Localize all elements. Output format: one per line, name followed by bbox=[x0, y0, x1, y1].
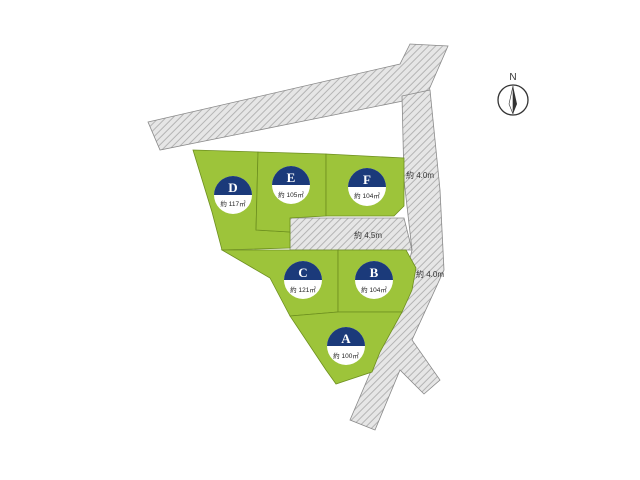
lot-letter-e: E bbox=[287, 170, 296, 185]
lot-letter-f: F bbox=[363, 172, 371, 187]
lot-badge-b: B 約 104㎡ bbox=[355, 261, 393, 299]
compass: N bbox=[497, 72, 529, 116]
road-middle bbox=[289, 217, 413, 251]
road-top bbox=[147, 43, 449, 151]
lot-badge-f: F 約 104㎡ bbox=[348, 168, 386, 206]
lot-letter-d: D bbox=[228, 180, 237, 195]
lot-letter-b: B bbox=[370, 265, 379, 280]
road-width-label-3: 約 4.0m bbox=[416, 269, 444, 279]
lot-letter-c: C bbox=[298, 265, 307, 280]
lot-badge-a: A 約 100㎡ bbox=[327, 327, 365, 365]
lot-badge-e: E 約 105㎡ bbox=[272, 166, 310, 204]
lot-area-d: 約 117㎡ bbox=[220, 199, 246, 208]
lot-area-b: 約 104㎡ bbox=[361, 285, 387, 294]
compass-north-label: N bbox=[509, 72, 516, 83]
lot-badge-c: C 約 121㎡ bbox=[284, 261, 322, 299]
north-arrow-icon bbox=[497, 84, 529, 116]
lot-area-a: 約 100㎡ bbox=[333, 351, 359, 360]
road-width-label-1: 約 4.0m bbox=[406, 170, 434, 180]
lot-area-c: 約 121㎡ bbox=[290, 285, 316, 294]
lot-area-f: 約 104㎡ bbox=[354, 191, 380, 200]
lot-letter-a: A bbox=[341, 331, 351, 346]
lot-area-e: 約 105㎡ bbox=[278, 190, 304, 199]
road-width-label-2: 約 4.5m bbox=[354, 230, 382, 240]
lot-badge-d: D 約 117㎡ bbox=[214, 176, 252, 214]
